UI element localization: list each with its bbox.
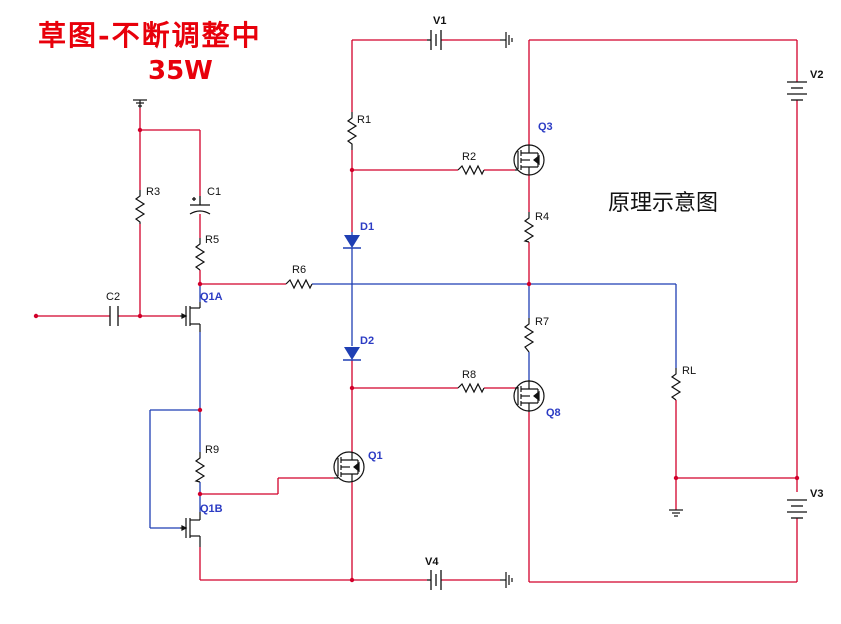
label-q3: Q3 [538, 121, 553, 133]
label-c1: C1 [207, 186, 221, 198]
junction-dots [33, 127, 800, 583]
resistor-r8-symbol [457, 382, 485, 394]
label-d2: D2 [360, 335, 374, 347]
label-r6: R6 [292, 264, 306, 276]
label-rl: RL [682, 365, 696, 377]
label-v3: V3 [810, 488, 823, 500]
battery-v1-symbol [427, 30, 442, 50]
sketch-title: 草图-不断调整中 [38, 19, 262, 52]
label-r7: R7 [535, 316, 549, 328]
component-labels: V1 V2 V3 V4 R1 R2 R3 R4 R5 R6 R7 R8 R9 R… [106, 15, 823, 568]
battery-v3-symbol [787, 499, 807, 519]
resistor-r4-symbol [523, 212, 535, 243]
mosfet-q3-symbol [513, 144, 545, 176]
label-v1: V1 [433, 15, 446, 27]
label-r2: R2 [462, 151, 476, 163]
diode-d2-symbol [343, 347, 361, 361]
label-r4: R4 [535, 211, 549, 223]
capacitor-c1-symbol [189, 196, 211, 215]
label-q1a: Q1A [200, 291, 223, 303]
resistor-r3-symbol [134, 190, 146, 224]
resistor-r9-symbol [194, 452, 206, 483]
label-c2: C2 [106, 291, 120, 303]
transistor-q1b-symbol [180, 512, 201, 547]
diode-d1-symbol [343, 232, 361, 249]
battery-v2-symbol [787, 81, 807, 101]
transistor-q1a-symbol [180, 302, 201, 332]
label-r5: R5 [205, 234, 219, 246]
label-v2: V2 [810, 69, 823, 81]
ground-symbol-rl [669, 509, 683, 517]
mosfet-q1-symbol [333, 451, 365, 483]
capacitor-c2-symbol [109, 306, 119, 326]
label-q1: Q1 [368, 450, 383, 462]
blue-wires [149, 248, 677, 529]
resistor-r7-symbol [523, 318, 535, 353]
label-r8: R8 [462, 369, 476, 381]
red-wires [36, 39, 798, 583]
schematic-caption: 原理示意图 [608, 191, 719, 216]
ground-symbol-v1 [500, 32, 513, 48]
label-r1: R1 [357, 114, 371, 126]
power-rating: 35W [148, 56, 213, 86]
mosfet-q8-symbol [513, 380, 545, 412]
resistor-r5-symbol [194, 238, 206, 271]
label-r3: R3 [146, 186, 160, 198]
resistor-rl-symbol [670, 368, 682, 401]
ground-symbol-top [133, 99, 147, 108]
resistor-r1-symbol [346, 112, 358, 150]
label-q1b: Q1B [200, 503, 223, 515]
resistor-r6-symbol [285, 278, 313, 290]
ground-symbol-v4 [500, 572, 513, 588]
battery-v4-symbol [427, 570, 442, 590]
label-r9: R9 [205, 444, 219, 456]
label-q8: Q8 [546, 407, 561, 419]
resistor-r2-symbol [457, 164, 485, 176]
label-v4: V4 [425, 556, 439, 568]
label-d1: D1 [360, 221, 374, 233]
